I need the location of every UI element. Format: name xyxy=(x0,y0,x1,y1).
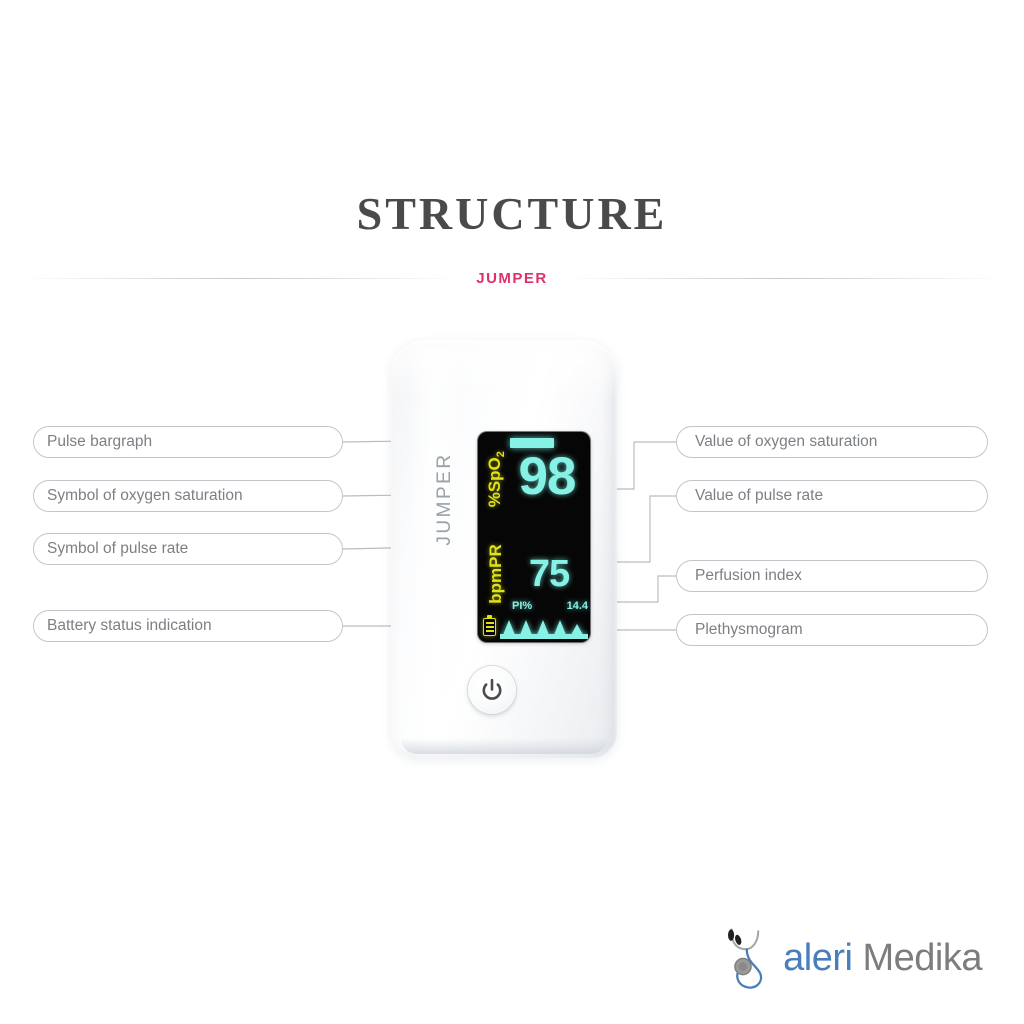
page-title: STRUCTURE xyxy=(356,188,668,239)
watermark-text: aleri Medika xyxy=(783,937,982,979)
callout-plethysmogram[interactable]: Plethysmogram xyxy=(676,614,988,646)
perfusion-index-row: PI% 14.4 xyxy=(512,600,588,612)
battery-nub xyxy=(487,615,492,618)
plethysmogram-waveform xyxy=(500,620,588,639)
pulse-oximeter-device: JUMPER %SpO2 98 bpmPR 75 PI% 14.4 xyxy=(391,340,617,758)
brand-name: JUMPER xyxy=(476,269,548,287)
device-bottom-edge xyxy=(401,738,607,754)
callout-value-oxygen-saturation[interactable]: Value of oxygen saturation xyxy=(676,426,988,458)
battery-segment xyxy=(485,626,494,628)
callout-label: Value of pulse rate xyxy=(695,487,824,504)
callout-label: Perfusion index xyxy=(695,567,802,584)
spo2-symbol-label: %SpO2 xyxy=(485,448,507,510)
power-icon xyxy=(482,678,502,700)
callout-pulse-bargraph[interactable]: Pulse bargraph xyxy=(33,426,343,458)
pulse-rate-symbol-label: bpmPR xyxy=(486,544,505,604)
spo2-symbol-text: %SpO xyxy=(484,457,504,508)
callout-symbol-pulse-rate[interactable]: Symbol of pulse rate xyxy=(33,533,343,565)
battery-case xyxy=(483,618,496,636)
callout-label: Symbol of oxygen saturation xyxy=(47,487,243,504)
watermark: aleri Medika xyxy=(722,922,982,994)
battery-segment xyxy=(485,622,494,624)
battery-icon xyxy=(483,615,496,636)
callout-label: Battery status indication xyxy=(47,617,212,634)
callout-perfusion-index[interactable]: Perfusion index xyxy=(676,560,988,592)
pulse-rate-value: 75 xyxy=(528,553,570,595)
callout-label: Symbol of pulse rate xyxy=(47,540,189,557)
oled-screen: %SpO2 98 bpmPR 75 PI% 14.4 xyxy=(478,432,590,642)
divider-line-left xyxy=(22,277,463,279)
power-button[interactable] xyxy=(468,666,516,714)
device-highlight xyxy=(405,348,463,748)
watermark-primary: aleri xyxy=(783,937,853,979)
callout-label: Plethysmogram xyxy=(695,621,803,638)
brand-divider: JUMPER xyxy=(0,266,1024,290)
spo2-value: 98 xyxy=(518,447,577,506)
callout-label: Value of oxygen saturation xyxy=(695,433,878,450)
perfusion-index-label: PI% xyxy=(512,600,533,612)
spo2-symbol-subscript: 2 xyxy=(495,451,508,458)
callout-symbol-oxygen-saturation[interactable]: Symbol of oxygen saturation xyxy=(33,480,343,512)
watermark-secondary: Medika xyxy=(852,937,982,979)
battery-segment xyxy=(485,630,494,632)
divider-line-right xyxy=(561,277,1002,279)
callout-value-pulse-rate[interactable]: Value of pulse rate xyxy=(676,480,988,512)
pulse-bargraph-icon xyxy=(510,438,554,448)
callout-battery-status[interactable]: Battery status indication xyxy=(33,610,343,642)
device-brand-label: JUMPER xyxy=(434,452,455,546)
stethoscope-icon xyxy=(728,928,763,989)
perfusion-index-value: 14.4 xyxy=(566,600,588,612)
callout-label: Pulse bargraph xyxy=(47,433,153,450)
